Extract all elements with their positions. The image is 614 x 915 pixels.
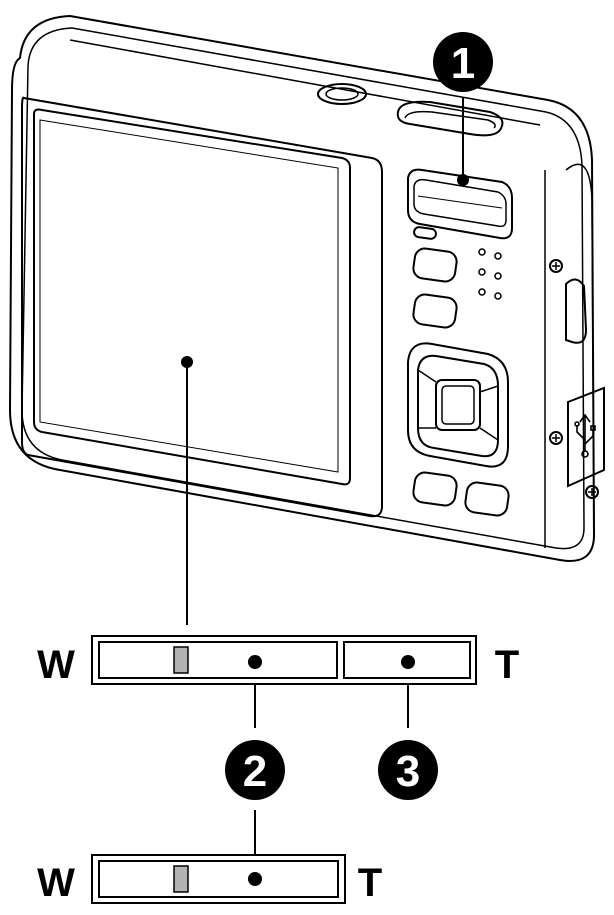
callout-1-number: 1	[451, 39, 475, 88]
zoom-bar-optical-segment	[98, 641, 338, 679]
ok-button	[435, 379, 481, 431]
playback-button	[412, 471, 458, 507]
control-buttons	[412, 226, 510, 517]
zoom-bar-optical-inner	[98, 860, 339, 898]
zoom-bar-optical-wide-label: W	[37, 861, 75, 905]
screw-bottom	[585, 485, 599, 499]
zoom-bar-optical: W T	[37, 854, 382, 905]
callout-3-badge	[378, 740, 438, 800]
power-button-inner	[325, 87, 359, 101]
zoom-bar-full-tele-label: T	[495, 643, 519, 687]
zoom-bar-optical-only-dot	[248, 872, 262, 886]
usb-icon	[574, 413, 596, 458]
menu-button	[412, 293, 458, 329]
side-ports	[549, 259, 605, 499]
screw-top	[549, 259, 563, 273]
leader-dot-zoom-lever	[457, 174, 469, 186]
usb-port-cover	[567, 386, 605, 488]
zoom-bar-full-indicator	[173, 646, 189, 674]
callout-2: 2	[225, 740, 285, 800]
power-button	[317, 83, 367, 105]
callout-2-number: 2	[243, 747, 267, 796]
top-controls	[317, 83, 504, 137]
callout-1-badge	[433, 32, 493, 92]
callout-3-number: 3	[396, 747, 420, 796]
callout-2-badge	[225, 740, 285, 800]
delete-button	[464, 481, 510, 517]
leader-dot-screen	[181, 356, 193, 368]
leader-dots	[181, 174, 469, 368]
callout-1: 1	[433, 32, 493, 92]
zoom-lever	[407, 168, 513, 240]
zoom-bar-optical-indicator	[173, 865, 189, 893]
zoom-bar-full-wide-label: W	[37, 643, 75, 687]
zoom-bar-optical-tele-label: T	[358, 861, 382, 905]
speaker-holes	[478, 248, 502, 300]
led-indicator	[413, 226, 437, 240]
callout-3: 3	[378, 740, 438, 800]
lcd-screen	[21, 96, 383, 518]
mode-button	[412, 247, 458, 283]
camera-body	[9, 15, 595, 562]
navigation-pad	[407, 342, 509, 468]
shutter-button	[396, 100, 504, 137]
zoom-bar-digital-dot	[401, 655, 415, 669]
screw-middle	[549, 431, 563, 445]
strap-eyelet	[565, 278, 588, 344]
zoom-bar-full: W T	[37, 635, 519, 687]
zoom-bar-optical-dot	[248, 655, 262, 669]
